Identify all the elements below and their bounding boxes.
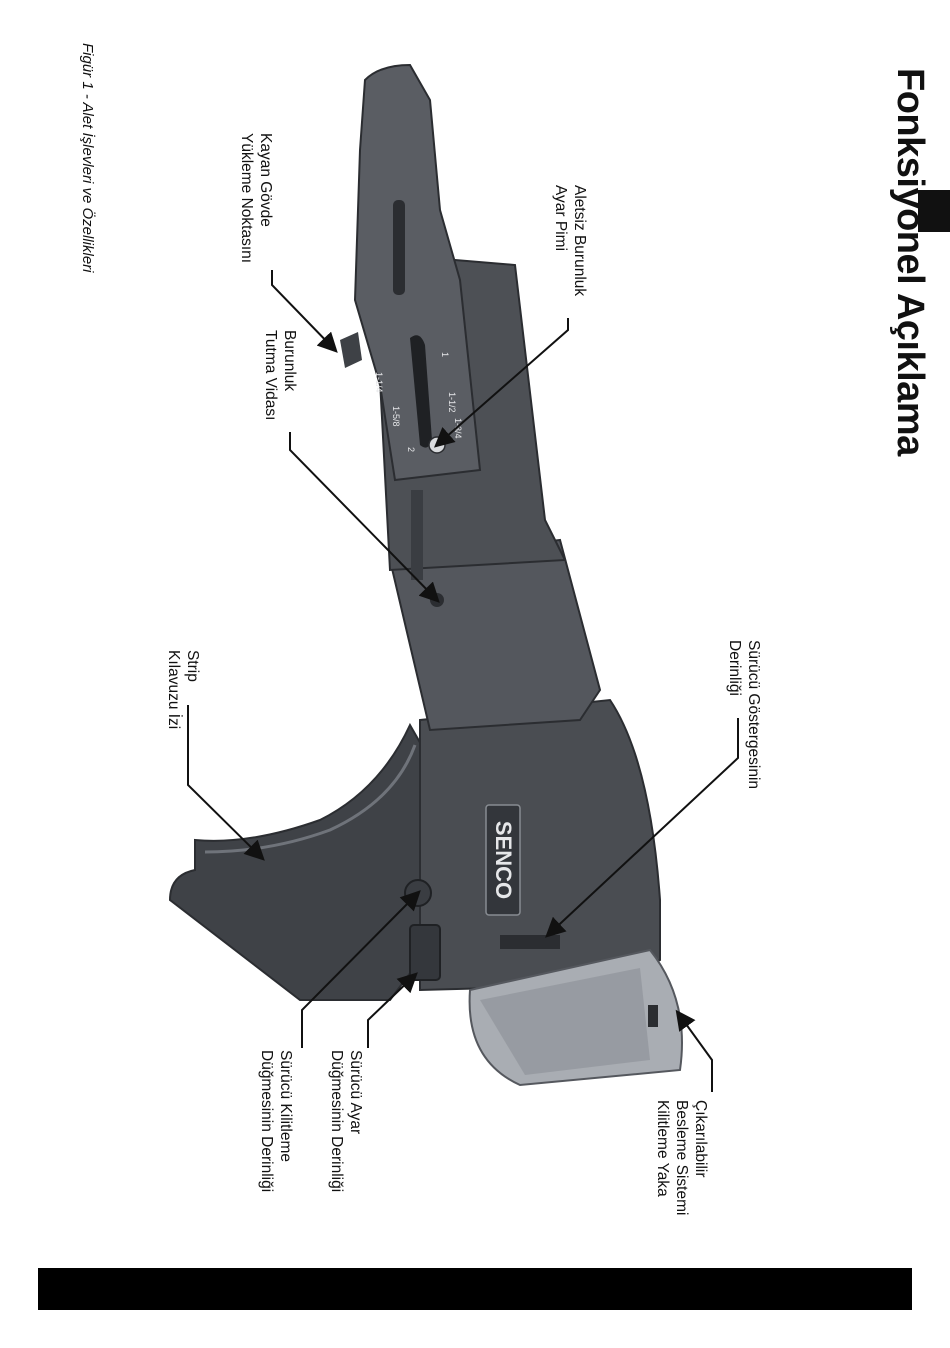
leader-burunluk	[289, 432, 440, 603]
callout-strip-line1: Strip	[184, 650, 201, 682]
callout-strip-kilavuzu: Strip Kılavuzu İzi	[162, 650, 202, 750]
side-rail	[411, 490, 423, 580]
callout-burunluk-line1: Burunluk	[281, 330, 298, 392]
brand-badge	[485, 804, 521, 916]
scale-mark-5: 1-3/4	[453, 418, 463, 439]
leader-kilit	[301, 890, 421, 1048]
callout-kilit-line1: Sürücü Kilitleme	[277, 1050, 294, 1162]
senco-logo: SENCO	[491, 821, 516, 899]
leader-cikarilabilir	[675, 1009, 713, 1092]
callout-burunluk-tutma: Burunluk Tutma Vidası	[259, 330, 299, 450]
load-point-tab	[340, 332, 362, 368]
adjustment-slot	[410, 335, 432, 448]
callout-cikarilabilir-line1: Çıkarılabilir	[692, 1100, 709, 1178]
depth-indicator-track	[500, 935, 560, 949]
scale-mark-6: 2	[406, 447, 416, 452]
callout-surucu-ayar: Sürücü Ayar Düğmesinin Derinliği	[325, 1050, 365, 1210]
leader-lines	[187, 270, 739, 1092]
scale-marks: 1 1-1/4 1-1/2 1-5/8 1-3/4 2	[374, 352, 463, 452]
callout-surucu-gosterge: Sürücü Göstergesinin Derinliği	[723, 640, 763, 810]
callout-kayan-govde: Kayan Gövde Yükleme Noktasını	[235, 133, 275, 283]
tool-drawing	[168, 63, 683, 1087]
section-tab	[918, 190, 950, 232]
leader-ayar	[367, 972, 418, 1048]
callout-cikarilabilir-line3: Kilitleme Yaka	[654, 1100, 671, 1197]
callout-kayan-line2: Yükleme Noktasını	[238, 133, 255, 264]
callout-strip-line2: Kılavuzu İzi	[165, 650, 182, 730]
callout-kilit-line2: Düğmesinin Derinliği	[258, 1050, 275, 1193]
scale-mark-3: 1-1/2	[447, 392, 457, 413]
strip-guide	[168, 722, 432, 1001]
leader-kayan	[271, 270, 338, 353]
callout-burunluk-line2: Tutma Vidası	[262, 330, 279, 421]
collar-shade	[480, 968, 650, 1075]
lock-button	[409, 924, 441, 981]
callout-surucu-kilitleme: Sürücü Kilitleme Düğmesinin Derinliği	[255, 1050, 295, 1210]
nosepiece	[353, 63, 482, 482]
callout-cikarilabilir-line2: Besleme Sistemi	[673, 1100, 690, 1216]
callout-ayar-line1: Sürücü Ayar	[347, 1050, 364, 1135]
callout-ayar-line2: Düğmesinin Derinliği	[328, 1050, 345, 1193]
callout-cikarilabilir-besleme: Çıkarılabilir Besleme Sistemi Kilitleme …	[650, 1100, 710, 1240]
scale-mark-2: 1-1/4	[374, 372, 384, 393]
leader-gosterge	[545, 718, 739, 938]
callout-gosterge-line1: Sürücü Göstergesinin	[745, 640, 762, 790]
callout-aletsiz-line2: Ayar Pimi	[552, 185, 569, 252]
tool-body	[419, 698, 661, 992]
scale-mark-1: 1	[440, 352, 450, 357]
callout-aletsiz-burunluk: Aletsiz Burunluk Ayar Pimi	[549, 185, 589, 335]
callout-kayan-line1: Kayan Gövde	[257, 133, 274, 227]
collar-latch	[648, 1005, 658, 1027]
scale-mark-4: 1-5/8	[391, 406, 401, 427]
footer-bar	[38, 1268, 912, 1310]
leader-aletsiz	[433, 318, 569, 448]
callout-gosterge-line2: Derinliği	[726, 640, 743, 696]
leader-strip	[187, 705, 265, 861]
nose-slot	[393, 200, 405, 295]
callout-aletsiz-line1: Aletsiz Burunluk	[571, 185, 588, 297]
